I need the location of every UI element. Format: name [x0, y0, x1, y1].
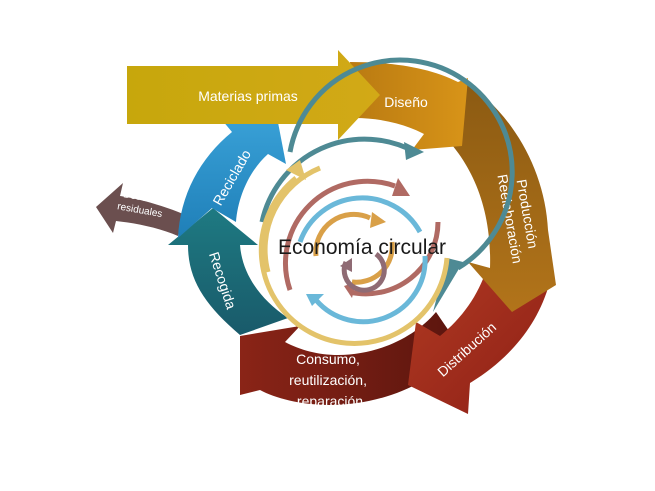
inner-ring-sky-2: [314, 255, 428, 325]
inner-ring-orange: [313, 211, 372, 257]
materias-primas-label: Materias primas: [198, 88, 298, 104]
inner-ring-teal: [287, 57, 515, 271]
inner-rings: [258, 57, 515, 346]
recogida-arrow: [168, 208, 288, 335]
inner-ring-sky: [297, 195, 423, 243]
consumo-arrow: [240, 312, 462, 405]
reciclado-arrow: [178, 112, 286, 238]
center-label: Economía circular: [278, 236, 446, 259]
consumo-label-line1: Consumo,: [296, 351, 360, 367]
inner-ring-rose-head: [392, 178, 410, 196]
produccion-arrow: [438, 80, 556, 312]
inner-ring-rose-2: [349, 221, 441, 297]
svg-text:Consumo, reutilización,: Consumo, reutilización, reparación: [289, 351, 371, 409]
inner-ring-mauve-head: [340, 258, 352, 272]
inner-ring-orange-head: [370, 212, 386, 228]
consumo-label-line2: reutilización,: [289, 372, 367, 388]
inner-ring-orange-2: [351, 241, 395, 285]
inner-ring-mauve: [341, 251, 387, 293]
inner-ring-rose: [283, 178, 396, 291]
diseno-label: Diseño: [384, 94, 428, 110]
inner-ring-sky-2-head: [306, 294, 324, 306]
inner-ring-gold: [258, 176, 450, 346]
inner-ring-gold-2: [262, 165, 321, 273]
materias-primas-arrow: [127, 50, 380, 140]
diseno-arrow: [350, 62, 468, 150]
desechos-residuales-arrow: [96, 183, 183, 236]
inner-ring-gold-head: [286, 160, 306, 180]
inner-ring-teal-2-head: [404, 142, 424, 160]
consumo-label-line3: reparación: [297, 393, 363, 409]
inner-ring-teal-head: [433, 258, 463, 312]
inner-ring-teal-2: [259, 136, 417, 223]
